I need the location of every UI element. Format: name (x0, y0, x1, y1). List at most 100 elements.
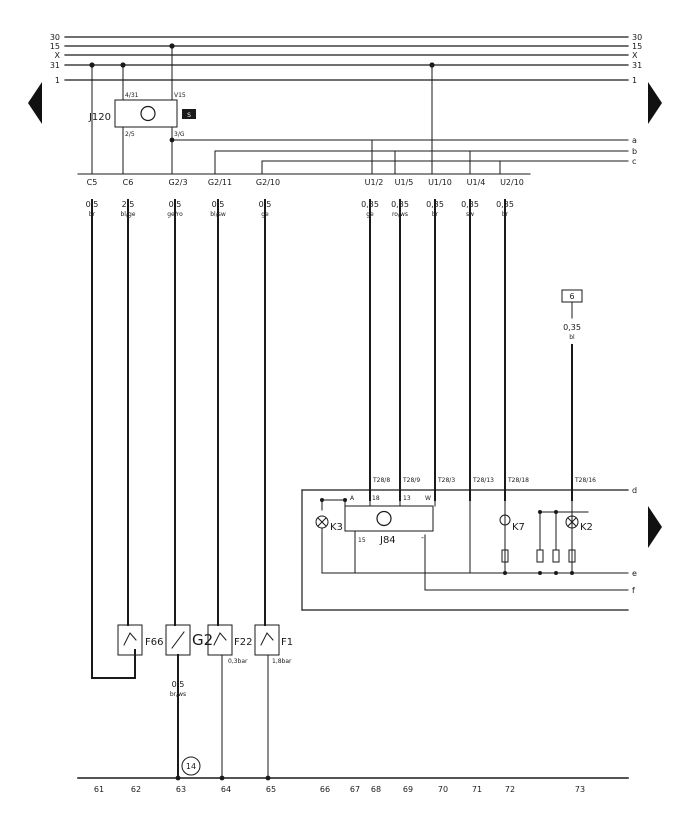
wire-size-g2-11: 0,5 (212, 200, 225, 209)
connector-g2-10: G2/10 (256, 178, 280, 187)
track-number-62: 62 (131, 785, 141, 794)
sensor-f66-box (117, 624, 143, 656)
j120-pin-4-31: 4/31 (125, 92, 139, 99)
connector-u1-2: U1/2 (365, 178, 384, 187)
wire-size-c5: 0,5 (86, 200, 99, 209)
ref-s-label: S (187, 112, 191, 119)
wire-color-g2-10: ge (261, 211, 269, 218)
rail-label-left-15: 15 (50, 42, 60, 51)
g2-wire-size: 0,5 (172, 680, 185, 689)
connector-u2-10: U2/10 (500, 178, 524, 187)
track-number-66: 66 (320, 785, 330, 794)
j84-module (344, 505, 434, 532)
rail-label-right-1: 1 (632, 76, 637, 85)
track-number-67: 67 (350, 785, 360, 794)
j84-pin-18: 18 (372, 495, 380, 502)
fuse-6-wire-color: bl (569, 334, 575, 341)
j120-pin-2-5: 2/5 (125, 131, 135, 138)
rail-label-right-30: 30 (632, 33, 642, 42)
wire-size-u1-10: 0,35 (426, 200, 444, 209)
j120-clock-symbol (140, 105, 156, 122)
rail-label-right-31: 31 (632, 61, 642, 70)
branch-label-b: b (632, 147, 637, 156)
t28-3: T28/3 (437, 477, 455, 484)
wire-color-g2-11: bl/sw (210, 211, 226, 218)
k7-label: K7 (512, 522, 525, 533)
track-number-68: 68 (371, 785, 381, 794)
j120-module (114, 99, 178, 128)
wire-color-u1-10: br (432, 211, 439, 218)
wire-color-u1-2: ge (366, 211, 374, 218)
connector-c6: C6 (123, 178, 134, 187)
j120-pin-3-g: 3/G (174, 131, 185, 138)
next-page-arrow[interactable] (648, 82, 662, 124)
wire-size-g2-10: 0,5 (259, 200, 272, 209)
track-number-64: 64 (221, 785, 231, 794)
sensor-f22-box (207, 624, 233, 656)
ground-ref-label: 14 (186, 762, 196, 771)
wire-size-u1-5: 0,35 (391, 200, 409, 209)
wire-size-c6: 2,5 (122, 200, 135, 209)
branch-label-e: e (632, 569, 637, 578)
j120-label: J120 (88, 112, 111, 123)
fuse-6-wire-size: 0,35 (563, 323, 581, 332)
connector-c5: C5 (87, 178, 98, 187)
branch-label-c: c (632, 157, 636, 166)
track-number-61: 61 (94, 785, 104, 794)
t28-16: T28/16 (574, 477, 596, 484)
track-number-72: 72 (505, 785, 515, 794)
track-number-65: 65 (266, 785, 276, 794)
wire-size-g2-3: 0,5 (169, 200, 182, 209)
next-page-arrow-2[interactable] (648, 506, 662, 548)
j84-label: J84 (379, 535, 396, 546)
wire-size-u2-10: 0,35 (496, 200, 514, 209)
connector-u1-4: U1/4 (467, 178, 486, 187)
k3-label: K3 (330, 522, 343, 533)
t28-8: T28/8 (372, 477, 390, 484)
sensor-f1-box (254, 624, 280, 656)
j84-pin-13: 13 (403, 495, 411, 502)
prev-page-arrow[interactable] (28, 82, 42, 124)
rail-label-left-1: 1 (55, 76, 60, 85)
sensor-g2-label: G2 (192, 631, 213, 649)
wire-size-u1-4: 0,35 (461, 200, 479, 209)
track-number-71: 71 (472, 785, 482, 794)
sensor-f22-note: 0,3bar (228, 658, 248, 665)
rail-label-left-31: 31 (50, 61, 60, 70)
t28-18: T28/18 (507, 477, 529, 484)
k2-lamp-icon (565, 515, 579, 529)
g2-wire-color: br/ws (170, 691, 186, 698)
j84-pin-minus: - (421, 533, 424, 542)
sensor-f22-label: F22 (234, 637, 252, 648)
j84-pin-a: A (350, 495, 355, 502)
sensor-f1-note: 1,8bar (272, 658, 292, 665)
wire-color-c6: bl/ge (121, 211, 136, 218)
rail-label-right-15: 15 (632, 42, 642, 51)
connector-u1-10: U1/10 (428, 178, 452, 187)
wire-color-u2-10: br (502, 211, 509, 218)
junction-dots (89, 43, 574, 781)
ref-s-box (182, 109, 196, 119)
t28-9: T28/9 (402, 477, 420, 484)
j84-pin-15: 15 (358, 537, 366, 544)
branch-label-f: f (632, 586, 635, 595)
track-number-73: 73 (575, 785, 585, 794)
connector-g2-3: G2/3 (168, 178, 187, 187)
wire-color-g2-3: ge/ro (167, 211, 183, 218)
connector-u1-5: U1/5 (395, 178, 414, 187)
track-number-70: 70 (438, 785, 448, 794)
branch-label-a: a (632, 136, 637, 145)
sensor-f66-label: F66 (145, 637, 163, 648)
wire-color-c5: br (89, 211, 96, 218)
connector-g2-11: G2/11 (208, 178, 232, 187)
track-number-63: 63 (176, 785, 186, 794)
fuse-6-label: 6 (569, 292, 574, 301)
branch-label-d: d (632, 486, 637, 495)
rail-label-right-x: X (632, 51, 638, 60)
wire-size-u1-2: 0,35 (361, 200, 379, 209)
j120-pin-v15: V15 (174, 92, 186, 99)
sensor-f1-label: F1 (281, 637, 293, 648)
rail-label-left-x: X (55, 51, 61, 60)
track-number-69: 69 (403, 785, 413, 794)
